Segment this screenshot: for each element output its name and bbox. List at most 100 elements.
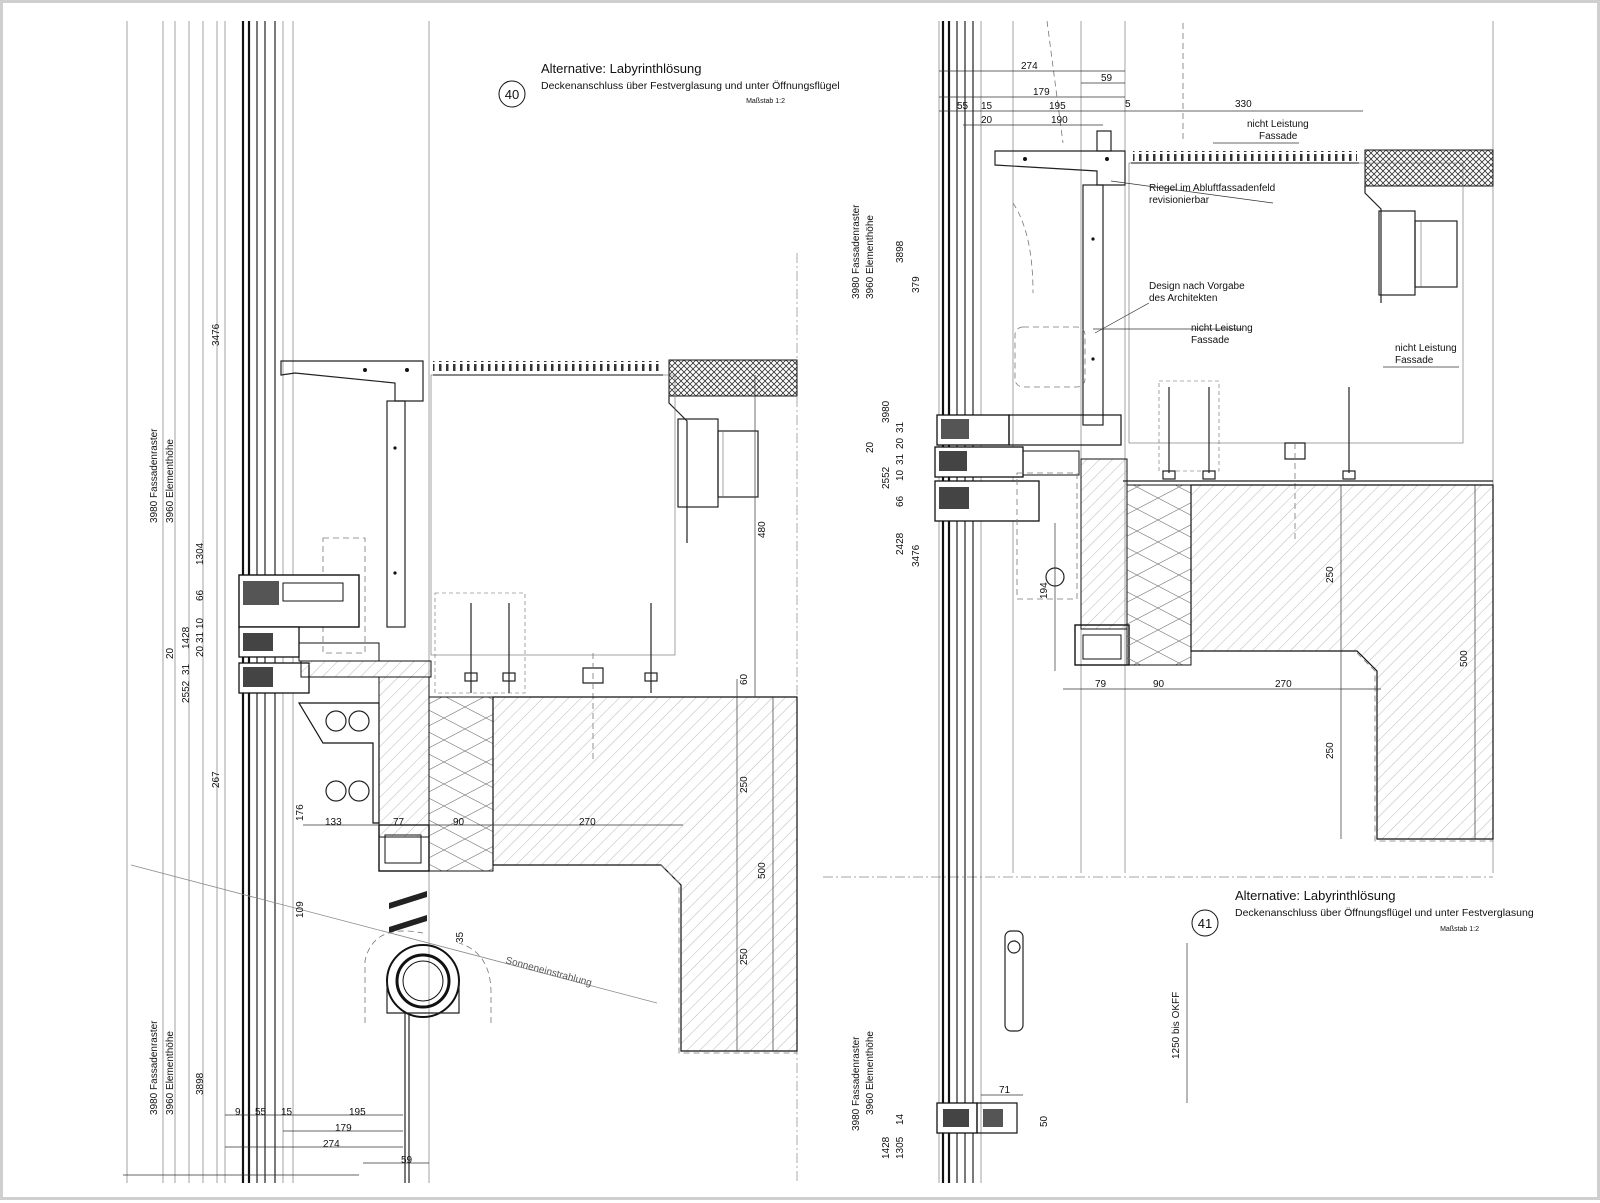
- dim-77-40: 77: [393, 817, 405, 828]
- transom-40: [238, 574, 380, 694]
- detail-title-40: Alternative: Labyrinthlösung: [541, 61, 701, 76]
- title-block-41: 41 Alternative: Labyrinthlösung Deckenan…: [1191, 888, 1534, 937]
- window-handle-41: [936, 930, 1024, 1134]
- detail-scale-40: Maßstab 1:2: [746, 98, 785, 105]
- dim-20b-41: 20: [895, 437, 906, 449]
- dim-250b-40: 250: [739, 948, 750, 965]
- grille-40: [433, 361, 663, 371]
- dim-274-40: 274: [323, 1139, 340, 1150]
- detail-40-guides: [126, 21, 798, 1183]
- dim-66-40: 66: [195, 589, 206, 601]
- dim-55-40: 55: [255, 1107, 267, 1118]
- detail-badge-40: [498, 80, 526, 108]
- dim-55-41: 55: [957, 101, 969, 112]
- dimensions-41-vertical: 3980 Fassadenraster 3960 Elementhöhe 389…: [851, 204, 1476, 1159]
- sun-ray-40: [130, 864, 658, 1004]
- dim-1304-40: 1304: [195, 542, 206, 565]
- duct-40: [677, 418, 759, 508]
- sun-label-40: Sonneneinstrahlung: [504, 955, 593, 989]
- note-design-1: Design nach Vorgabe: [1149, 281, 1245, 292]
- dim-270-41: 270: [1275, 679, 1292, 690]
- transom-41: [934, 414, 1122, 600]
- dim-5-41: 5: [1125, 99, 1131, 110]
- slab-41: [1074, 458, 1494, 842]
- duct-41: [1378, 210, 1458, 296]
- dim-35-40: 35: [455, 931, 466, 943]
- label-fassadenraster-40: 3980 Fassadenraster: [149, 428, 160, 523]
- dim-3898-41: 3898: [895, 240, 906, 263]
- detail-40: Sonneneinstrahlung 40 Alternative: Labyr…: [123, 21, 840, 1183]
- dim-15-41: 15: [981, 101, 993, 112]
- note-design-2: des Architekten: [1149, 293, 1217, 304]
- dim-190-41: 190: [1051, 115, 1068, 126]
- slab-40: [297, 660, 798, 1054]
- dim-59-41: 59: [1101, 73, 1113, 84]
- dim-179-40: 179: [335, 1123, 352, 1134]
- detail-41: 41 Alternative: Labyrinthlösung Deckenan…: [823, 20, 1534, 1183]
- mullion-41: [941, 21, 982, 1183]
- note-fassade-3: Fassade: [1395, 355, 1434, 366]
- dim-330-41: 330: [1235, 99, 1252, 110]
- detail-title-41: Alternative: Labyrinthlösung: [1235, 888, 1395, 903]
- note-fassade-1: Fassade: [1259, 131, 1298, 142]
- floor-finish-40: [668, 359, 798, 397]
- dim-195-41: 195: [1049, 101, 1066, 112]
- dim-31a-40: 31: [195, 631, 206, 643]
- bracket-40: [280, 360, 424, 628]
- dim-195-40: 195: [349, 1107, 366, 1118]
- dim-14-41: 14: [895, 1113, 906, 1125]
- grille-41: [1133, 151, 1357, 161]
- dim-66-41: 66: [895, 495, 906, 507]
- dim-2552-41: 2552: [881, 466, 892, 489]
- note-riegel-2: revisionierbar: [1149, 195, 1210, 206]
- dimensions-41-top: 274 59 179 55 15 195 5 330 20 190: [939, 61, 1363, 126]
- dim-500-40: 500: [757, 862, 768, 879]
- label-elementhoehe-41-low: 3960 Elementhöhe: [865, 1031, 876, 1115]
- dim-50-41: 50: [1039, 1115, 1050, 1127]
- dim-20-41-v: 20: [865, 441, 876, 453]
- dim-90-41: 90: [1153, 679, 1165, 690]
- dim-60-40: 60: [739, 673, 750, 685]
- dim-9-40: 9: [235, 1107, 241, 1118]
- detail-subtitle-41: Deckenanschluss über Öffnungsflügel und …: [1235, 907, 1534, 919]
- dim-267-40: 267: [211, 771, 222, 788]
- dim-270-40: 270: [579, 817, 596, 828]
- floor-finish-41: [1364, 149, 1494, 187]
- dim-10-40: 10: [195, 617, 206, 629]
- dim-250a-40: 250: [739, 776, 750, 793]
- dim-20-41: 20: [981, 115, 993, 126]
- dim-1250-41: 1250 bis OKFF: [1171, 992, 1182, 1059]
- label-elementhoehe-40: 3960 Elementhöhe: [165, 439, 176, 523]
- dim-1305-41: 1305: [895, 1136, 906, 1159]
- dim-79-41: 79: [1095, 679, 1107, 690]
- label-elementhoehe-41: 3960 Elementhöhe: [865, 215, 876, 299]
- dim-133-40: 133: [325, 817, 342, 828]
- dim-480-40: 480: [757, 521, 768, 538]
- dim-71-41: 71: [999, 1085, 1011, 1096]
- sunshade-roller-40: [364, 891, 492, 1183]
- dim-1428-41: 1428: [881, 1136, 892, 1159]
- dimensions-40-vertical: 3980 Fassadenraster 3960 Elementhöhe 398…: [149, 323, 774, 1115]
- dim-179-41: 179: [1033, 87, 1050, 98]
- dim-274-41: 274: [1021, 61, 1038, 72]
- dim-31a-41: 31: [895, 421, 906, 433]
- dim-10-41: 10: [895, 469, 906, 481]
- note-nicht-leistung-2: nicht Leistung: [1191, 323, 1253, 334]
- dim-2428-41: 2428: [895, 532, 906, 555]
- label-fassadenraster-40-low: 3980 Fassadenraster: [149, 1020, 160, 1115]
- bracket-41: [994, 130, 1126, 426]
- dim-500-41: 500: [1459, 650, 1470, 667]
- dimensions-41-horizontal: 79 90 270 71: [981, 679, 1381, 1096]
- label-elementhoehe-40-low: 3960 Elementhöhe: [165, 1031, 176, 1115]
- label-fassadenraster-41-low: 3980 Fassadenraster: [851, 1036, 862, 1131]
- detail-scale-41: Maßstab 1:2: [1440, 926, 1479, 933]
- dim-3476-41: 3476: [911, 544, 922, 567]
- dim-250b-41: 250: [1325, 742, 1336, 759]
- dimensions-40-horizontal: 133 77 90 270 9 55 15 195 179 274 59: [225, 817, 683, 1166]
- detail-subtitle-40: Deckenanschluss über Festverglasung und …: [541, 80, 840, 92]
- construction-drawing: Sonneneinstrahlung 40 Alternative: Labyr…: [123, 20, 1534, 1183]
- dim-194-41: 194: [1039, 582, 1050, 599]
- dim-90-40: 90: [453, 817, 465, 828]
- dim-3898-40: 3898: [195, 1072, 206, 1095]
- dim-1428-40: 1428: [181, 626, 192, 649]
